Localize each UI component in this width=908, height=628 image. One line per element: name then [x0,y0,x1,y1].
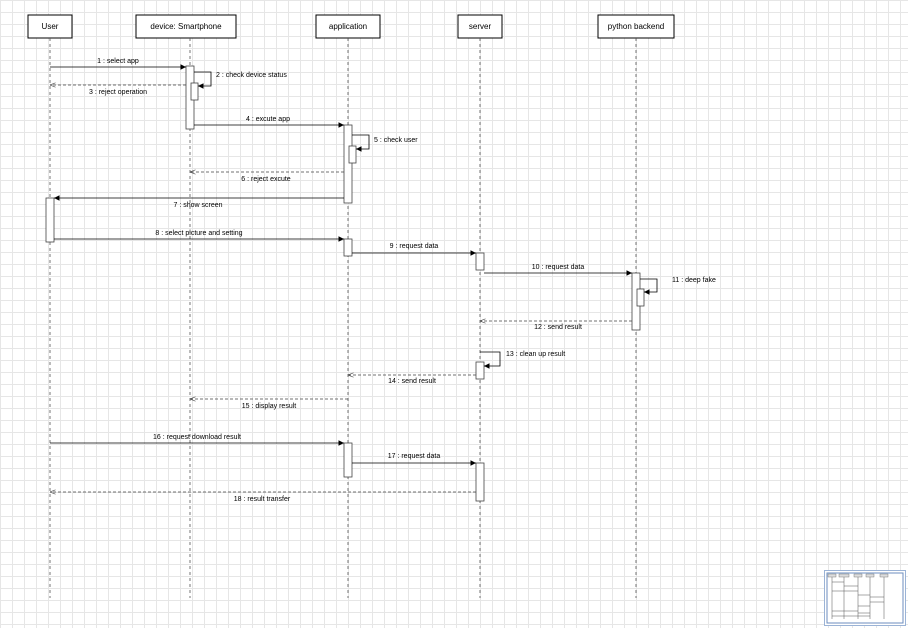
message-6[interactable]: 6 : reject excute [190,172,344,183]
activation-user[interactable] [45,197,55,243]
message-1[interactable]: 1 : select app [50,58,186,70]
minimap-thumbnail [826,572,904,624]
participant-user-label: User [42,22,59,31]
minimap[interactable] [824,570,906,626]
message-16-label: 16 : request download result [153,434,241,441]
message-17[interactable]: 17 : request data [352,453,476,466]
activation-server-2[interactable] [475,361,485,380]
activation-application-2[interactable] [343,238,353,257]
message-18[interactable]: 18 : result transfer [50,492,476,503]
message-14-label: 14 : send result [388,378,436,385]
participant-server-label: server [469,22,492,31]
participant-device-label: device: Smartphone [150,22,222,31]
message-6-label: 6 : reject excute [241,176,291,183]
participant-application[interactable]: application [315,14,381,39]
message-4[interactable]: 4 : excute app [194,116,344,128]
activation-server[interactable] [475,252,485,271]
message-15-label: 15 : display result [242,403,297,410]
activation-device-nested[interactable] [190,82,199,101]
message-9[interactable]: 9 : request data [352,243,476,256]
participant-device[interactable]: device: Smartphone [135,14,237,39]
message-17-label: 17 : request data [388,453,441,460]
activation-application-3[interactable] [343,442,353,478]
message-5-label: 5 : check user [374,137,418,144]
message-2-label: 2 : check device status [216,72,287,79]
message-10-label: 10 : request data [532,264,585,271]
message-11[interactable]: 11 : deep fake [640,277,716,295]
message-5[interactable]: 5 : check user [352,134,418,152]
message-2[interactable]: 2 : check device status [194,71,287,89]
message-3[interactable]: 3 : reject operation [50,85,186,96]
message-13-label: 13 : clean up result [506,351,565,358]
message-12[interactable]: 12 : send result [480,321,632,331]
message-8-label: 8 : select picture and setting [155,230,242,237]
message-10[interactable]: 10 : request data [484,264,632,276]
message-18-label: 18 : result transfer [234,496,291,503]
message-11-label: 11 : deep fake [672,277,716,284]
activation-server-3[interactable] [475,462,485,502]
message-7-label: 7 : show screen [173,202,222,209]
activation-application-nested[interactable] [348,145,357,164]
message-1-label: 1 : select app [97,58,139,65]
participant-server[interactable]: server [457,14,503,39]
message-13[interactable]: 13 : clean up result [480,351,565,369]
message-12-label: 12 : send result [534,324,582,331]
message-4-label: 4 : excute app [246,116,290,123]
activation-backend-nested[interactable] [636,288,645,307]
participant-backend-label: python backend [608,22,665,31]
participant-backend[interactable]: python backend [597,14,675,39]
message-14[interactable]: 14 : send result [348,375,476,385]
minimap-viewport[interactable] [826,572,904,624]
participant-application-label: application [329,22,367,31]
message-9-label: 9 : request data [390,243,439,250]
message-15[interactable]: 15 : display result [190,399,348,410]
participant-user[interactable]: User [27,14,73,39]
message-16[interactable]: 16 : request download result [50,434,344,446]
message-3-label: 3 : reject operation [89,89,147,96]
message-7[interactable]: 7 : show screen [54,195,344,209]
message-8[interactable]: 8 : select picture and setting [54,230,344,242]
activation-application[interactable] [343,124,353,204]
